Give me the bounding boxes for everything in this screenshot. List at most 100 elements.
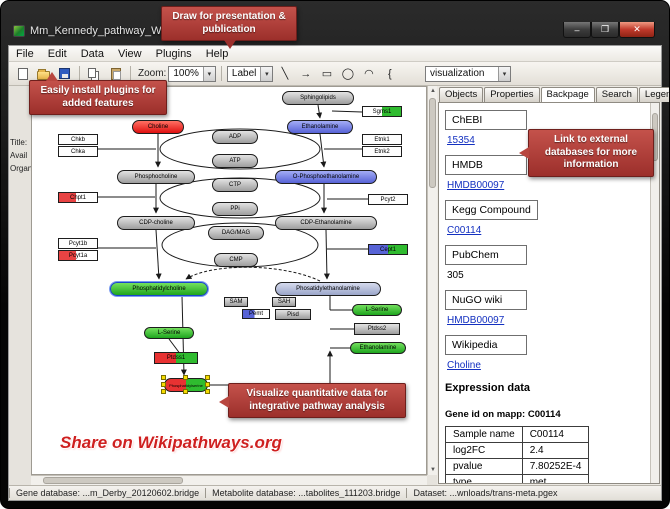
new-file-button[interactable] [13, 65, 32, 83]
tab-search[interactable]: Search [595, 87, 638, 102]
pathway-node-sah[interactable]: SAH [272, 297, 296, 307]
minimize-button[interactable]: – [563, 22, 591, 38]
pathway-node-ctp[interactable]: CTP [212, 178, 258, 192]
selection-handle[interactable] [205, 382, 210, 387]
pathway-node-cmp[interactable]: CMP [214, 253, 258, 267]
pathway-node-cdp-ethanolamine[interactable]: CDP-Ethanolamine [275, 216, 377, 230]
save-icon [59, 68, 70, 79]
hmdb-link[interactable]: HMDB00097 [447, 180, 505, 191]
scroll-down-icon[interactable]: ▼ [430, 467, 436, 473]
brace-tool-button[interactable]: { [380, 65, 399, 83]
dropdown-arrow-icon[interactable]: ▾ [202, 66, 215, 81]
pathway-node-etnk2[interactable]: Etnk2 [362, 146, 402, 157]
pathway-node-etnk1[interactable]: Etnk1 [362, 134, 402, 145]
callout-draw-text: Draw for presentation & publication [172, 11, 286, 35]
arc-tool-button[interactable]: ◠ [359, 65, 378, 83]
toolbar-separator [130, 66, 131, 81]
pathway-node-choline[interactable]: Choline [132, 120, 184, 134]
selection-handle[interactable] [183, 375, 188, 380]
callout-visualize-text: Visualize quantitative data for integrat… [246, 388, 388, 412]
pathway-node-pcyt1b[interactable]: Pcyt1b [58, 238, 98, 249]
pathway-node-sgms1[interactable]: Sgms1 [362, 106, 402, 117]
pathway-node-ptdss1[interactable]: Ptdss1 [154, 352, 198, 364]
arc-tool-icon: ◠ [364, 68, 374, 80]
pathway-node-pcyt2[interactable]: Pcyt2 [368, 194, 408, 205]
line-tool-button[interactable]: ╲ [275, 65, 294, 83]
kegg-link[interactable]: C00114 [447, 225, 482, 236]
visualization-combobox[interactable]: visualization ▾ [425, 65, 511, 82]
tab-backpage[interactable]: Backpage [540, 87, 595, 103]
selection-handle[interactable] [183, 389, 188, 394]
pathway-node-o-phosphoethanolamine[interactable]: O-Phosphoethanolamine [275, 170, 377, 184]
pathway-node-l-serine-left[interactable]: L-Serine [144, 327, 194, 339]
pathway-node-ethanolamine-bottom[interactable]: Ethanolamine [350, 342, 406, 354]
copy-icon [88, 67, 96, 78]
selection-handle[interactable] [161, 389, 166, 394]
canvas-horizontal-scrollbar[interactable] [31, 475, 427, 485]
menu-data[interactable]: Data [80, 47, 104, 60]
selection-handle[interactable] [205, 375, 210, 380]
callout-pointer-icon [46, 72, 58, 81]
menu-plugins[interactable]: Plugins [155, 47, 192, 60]
pathway-node-adp[interactable]: ADP [212, 130, 258, 144]
toolbar-separator [79, 66, 80, 81]
scrollbar-thumb[interactable] [43, 477, 183, 484]
pathway-node-pemt[interactable]: Pemt [242, 309, 270, 319]
pathway-node-sam[interactable]: SAM [224, 297, 248, 307]
pathway-node-dag-mag[interactable]: DAG/MAG [208, 226, 264, 240]
arrow-tool-button[interactable]: → [296, 65, 315, 83]
selection-handle[interactable] [205, 389, 210, 394]
scroll-up-icon[interactable]: ▲ [430, 88, 436, 94]
save-button[interactable] [55, 65, 74, 83]
pathway-node-ethanolamine[interactable]: Ethanolamine [287, 120, 353, 134]
callout-pointer-icon [519, 147, 529, 159]
pathway-node-phosphatidylcholine[interactable]: Phosphatidylcholine [110, 282, 208, 296]
selection-handle[interactable] [161, 375, 166, 380]
selection-handle[interactable] [161, 382, 166, 387]
label-tool-value: Label [231, 68, 257, 79]
chebi-link[interactable]: 15354 [447, 135, 475, 146]
label-tool-combobox[interactable]: Label ▾ [226, 65, 274, 82]
dropdown-arrow-icon[interactable]: ▾ [498, 66, 510, 81]
ellipse-tool-button[interactable]: ◯ [338, 65, 357, 83]
pathway-node-chpt1[interactable]: Chpt1 [58, 192, 98, 203]
menu-help[interactable]: Help [205, 47, 229, 60]
pathway-node-pisd[interactable]: Pisd [275, 309, 311, 320]
zoom-combobox[interactable]: 100% ▾ [168, 65, 216, 82]
dropdown-arrow-icon[interactable]: ▾ [260, 66, 273, 81]
tab-legend[interactable]: Legend [638, 87, 669, 102]
tab-objects[interactable]: Objects [439, 87, 484, 102]
pathway-node-chka[interactable]: Chka [58, 146, 98, 157]
menu-edit[interactable]: Edit [47, 47, 67, 60]
pathway-node-cdp-choline[interactable]: CDP-choline [117, 216, 195, 230]
close-button[interactable]: ✕ [619, 22, 655, 38]
nugo-link[interactable]: HMDB00097 [447, 315, 505, 326]
pathway-node-ppi[interactable]: PPi [212, 202, 258, 216]
pathway-node-atp[interactable]: ATP [212, 154, 258, 168]
canvas-vertical-scrollbar[interactable]: ▲ ▼ [427, 86, 437, 475]
wikipedia-link[interactable]: Choline [447, 360, 481, 371]
table-cell: 2.4 [521, 442, 590, 459]
menu-view[interactable]: View [117, 47, 142, 60]
pathway-node-pcyt1a[interactable]: Pcyt1a [58, 250, 98, 261]
paste-icon [110, 67, 121, 80]
pathway-node-l-serine-right[interactable]: L-Serine [352, 304, 402, 316]
table-cell: C00114 [521, 426, 590, 443]
zoom-value: 100% [173, 68, 199, 79]
rounded-rect-tool-button[interactable]: ▭ [317, 65, 336, 83]
section-header-nugo: NuGO wiki [445, 290, 527, 310]
paste-button[interactable] [106, 65, 125, 83]
section-header-kegg: Kegg Compound [445, 200, 538, 220]
scrollbar-thumb[interactable] [429, 98, 436, 188]
pathway-node-cept1[interactable]: Cept1 [368, 244, 408, 255]
menu-file[interactable]: File [16, 47, 34, 60]
tab-properties[interactable]: Properties [484, 87, 540, 102]
pathway-node-sphingolipids[interactable]: Sphingolipids [282, 91, 354, 105]
pathway-node-phosatidylethanolamine[interactable]: Phosatidylethanolamine [275, 282, 381, 296]
maximize-button[interactable]: ❐ [591, 22, 619, 38]
copy-button[interactable] [85, 65, 104, 83]
pathway-node-chkb[interactable]: Chkb [58, 134, 98, 145]
pathway-node-ptdss2[interactable]: Ptdss2 [354, 323, 400, 335]
pathway-node-phosphocholine[interactable]: Phosphocholine [117, 170, 195, 184]
